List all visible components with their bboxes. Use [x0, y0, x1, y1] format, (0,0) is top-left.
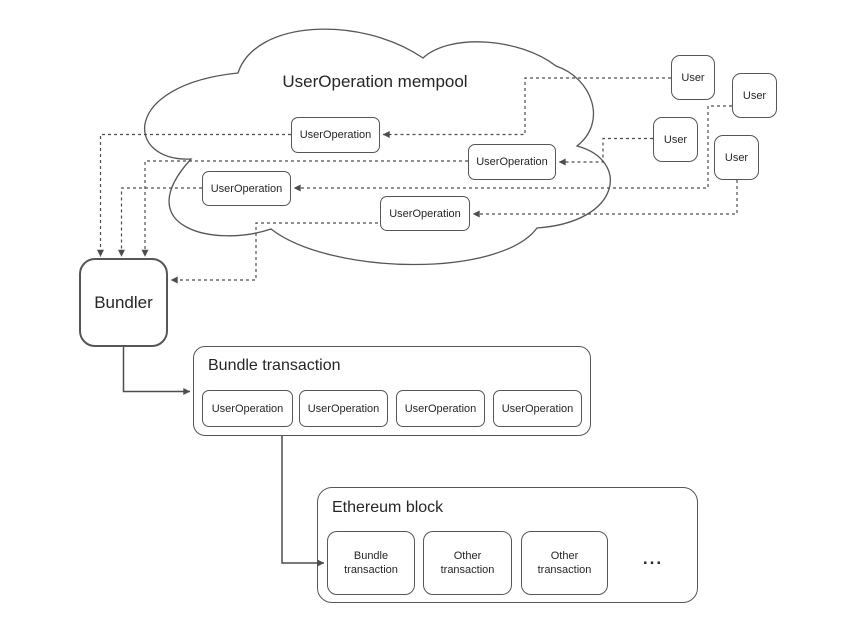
node-user-4: User: [714, 135, 759, 180]
mempool-userop-2-label: UserOperation: [210, 182, 283, 195]
bundle-userop-4-label: UserOperation: [501, 402, 574, 415]
mempool-userop-1-label: UserOperation: [299, 129, 372, 141]
bundle-userop-1-label: UserOperation: [211, 402, 284, 415]
user-1-label: User: [681, 71, 705, 84]
node-user-3: User: [653, 117, 698, 162]
mempool-userop-3-label: UserOperation: [476, 156, 548, 168]
node-mempool-userop-3: UserOperation: [468, 144, 556, 180]
node-eth-other-transaction-2: Other transaction: [521, 531, 608, 595]
mempool-title: UserOperation mempool: [282, 72, 468, 91]
node-eth-bundle-transaction: Bundle transaction: [327, 531, 415, 595]
node-mempool-userop-2: UserOperation: [202, 171, 291, 206]
node-bundle-userop-3: UserOperation: [396, 390, 485, 427]
edge-userop-2-to-bundler: [118, 187, 202, 257]
ethereum-block-title: Ethereum block: [332, 499, 444, 516]
node-user-2: User: [732, 73, 777, 118]
node-bundler: Bundler: [79, 258, 168, 347]
bundle-userop-2-label: UserOperation: [307, 402, 380, 415]
node-bundle-userop-1: UserOperation: [202, 390, 293, 427]
node-user-1: User: [671, 55, 715, 100]
bundler-label: Bundler: [94, 292, 153, 312]
edge-bundler-to-bundle-transaction: [122, 347, 191, 395]
user-2-label: User: [742, 89, 767, 102]
mempool-userop-4-label: UserOperation: [389, 207, 461, 220]
node-bundle-userop-2: UserOperation: [299, 390, 388, 427]
edge-user-3-to-userop-3: [558, 137, 653, 166]
node-mempool-userop-1: UserOperation: [291, 117, 380, 153]
eth-other-transaction-2-label: Other transaction: [537, 549, 592, 576]
eth-other-transaction-1-label: Other transaction: [440, 549, 495, 576]
node-eth-other-transaction-1: Other transaction: [423, 531, 512, 595]
eth-bundle-transaction-label: Bundle transaction: [344, 549, 398, 576]
node-bundle-userop-4: UserOperation: [493, 390, 582, 427]
edge-userop-4-to-bundler: [170, 222, 378, 284]
bundle-transaction-title: Bundle transaction: [208, 357, 341, 374]
ellipsis-label: ...: [642, 549, 664, 568]
node-mempool-userop-4: UserOperation: [380, 196, 470, 231]
bundle-userop-3-label: UserOperation: [404, 402, 477, 415]
edge-user-4-to-userop-4: [472, 180, 738, 218]
user-3-label: User: [663, 133, 688, 146]
user-4-label: User: [724, 151, 749, 164]
